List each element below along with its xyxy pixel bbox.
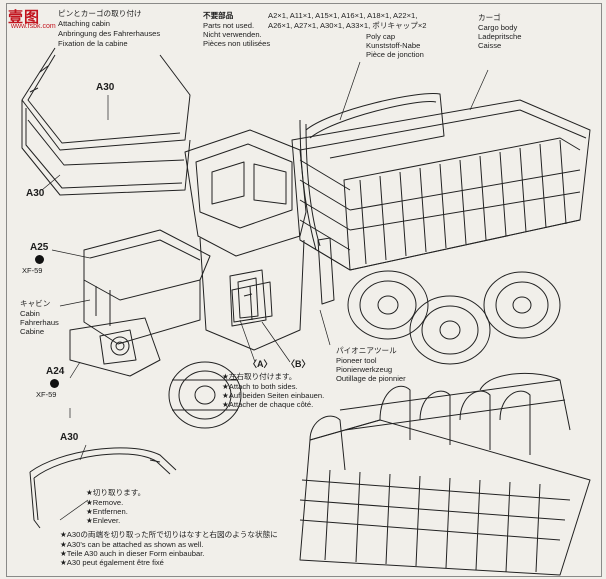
cabin-label-jp: キャビン [20, 299, 51, 308]
part-label-a30-bottom: A30 [60, 432, 79, 443]
attach-note-fr: ★Attacher de chaque côté. [222, 400, 314, 409]
callout-a: 〈A〉 [248, 359, 273, 369]
section-title-jp: ピンとカーゴの取り付け [58, 9, 142, 18]
polycap-de: Kunststoff-Nabe [366, 41, 421, 50]
paint-dot-icon [50, 379, 59, 388]
bottom-note-jp: ★A30の両端を切り取った所で切りはなすと右図のような状態に [60, 530, 278, 539]
attach-note-de: ★Auf beiden Seiten einbauen. [222, 391, 325, 400]
cut-note-fr: ★Enlever. [86, 516, 121, 525]
section-title-en: Attaching cabin [58, 19, 110, 28]
hood-engine [69, 229, 211, 377]
attach-note-en: ★Attach to both sides. [222, 382, 298, 391]
polycap-en: Poly cap [366, 32, 396, 41]
bottom-note-fr: ★A30 peut également être fixé [60, 558, 164, 567]
leader-lines [41, 61, 489, 521]
part-label-a30-top: A30 [96, 82, 115, 93]
cut-note-en: ★Remove. [86, 498, 124, 507]
jerry-cans [231, 237, 335, 323]
a30-bottom-bar [29, 447, 177, 529]
cabin-label-de: Fahrerhaus [20, 318, 59, 327]
bows-truck [299, 372, 591, 576]
bottom-note-de: ★Teile A30 auch in dieser Form einbaubar… [60, 549, 205, 558]
part-label-a25: A25 [30, 242, 49, 253]
pioneer-label-fr: Outillage de pionnier [336, 374, 406, 383]
unused-parts-list-2: A26×1, A27×1, A30×1, A33×1, ポリキャップ×2 [268, 21, 427, 30]
cabin-label-fr: Cabine [20, 327, 45, 336]
part-label-a24: A24 [46, 366, 65, 377]
a30-top-bar [21, 47, 191, 196]
pioneer-label-de: Pionierwerkzeug [336, 365, 393, 374]
section-title-fr: Fixation de la cabine [58, 39, 128, 48]
front-wheel [168, 361, 242, 429]
watermark-logo: 壹图 [8, 9, 41, 26]
cargo-label-en: Cargo body [478, 23, 518, 32]
unused-parts-en: Parts not used. [203, 21, 255, 30]
callout-b: 〈B〉 [286, 359, 311, 369]
unused-parts-de: Nicht verwenden. [203, 30, 262, 39]
cargo-label-jp: カーゴ [478, 13, 501, 22]
unused-parts-jp: 不要部品 [203, 11, 234, 20]
attach-note-jp: ★左右取り付けます。 [222, 372, 297, 381]
cargo-label-fr: Caisse [478, 41, 502, 50]
a30-cargo-bar [299, 92, 445, 251]
paint-xf59-a: XF-59 [22, 266, 43, 275]
pioneer-label-jp: パイオニアツール [336, 346, 397, 355]
page-frame [6, 3, 602, 577]
cargo-label-de: Ladepritsche [478, 32, 522, 41]
cargo-body [291, 99, 591, 271]
unused-parts-list-1: A2×1, A11×1, A15×1, A16×1, A18×1, A22×1, [268, 11, 418, 20]
cut-note-de: ★Entfernen. [86, 507, 128, 516]
part-label-a30-mid: A30 [26, 188, 45, 199]
rear-wheels [347, 270, 561, 365]
cabin-body [184, 129, 307, 351]
cut-note-jp: ★切り取ります。 [86, 488, 146, 497]
paint-dot-icon [35, 255, 44, 264]
bottom-note-en: ★A30's can be attached as shown as well. [60, 540, 204, 549]
paint-xf59-b: XF-59 [36, 390, 57, 399]
section-title-de: Anbringung des Fahrerhauses [58, 29, 161, 38]
cabin-label-en: Cabin [20, 309, 40, 318]
unused-parts-fr: Pièces non utilisées [203, 39, 271, 48]
polycap-fr: Pièce de jonction [366, 50, 424, 59]
pioneer-label-en: Pioneer tool [336, 356, 377, 365]
watermark-url: www.fsbk.com [11, 23, 56, 30]
